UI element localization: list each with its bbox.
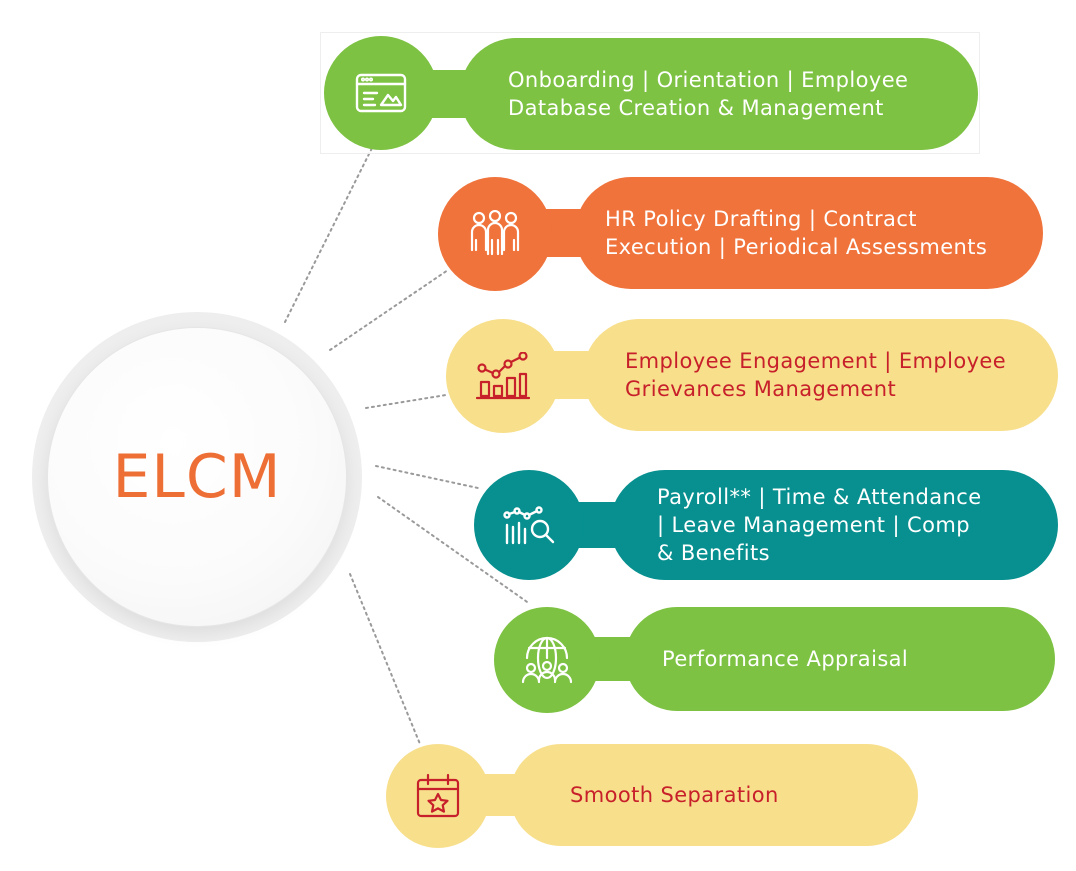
team-people-icon xyxy=(469,210,521,258)
hub-title: ELCM xyxy=(112,442,282,512)
item-icon-bubble xyxy=(438,177,552,291)
browser-window-icon xyxy=(355,73,407,113)
item-icon-bubble xyxy=(386,744,490,848)
item-label: Onboarding | Orientation | Employee Data… xyxy=(508,68,909,120)
calendar-star-icon xyxy=(415,773,461,819)
item-icon-bubble xyxy=(474,470,584,580)
item-label: Smooth Separation xyxy=(570,783,779,807)
connector-line xyxy=(329,269,449,351)
connector-line xyxy=(284,147,373,323)
item-pill xyxy=(575,177,1043,289)
item-label: Employee Engagement | Employee Grievance… xyxy=(625,349,1007,401)
item-icon-bubble xyxy=(494,607,600,713)
item-pill xyxy=(460,38,978,150)
item-label: Payroll** | Time & Attendance | Leave Ma… xyxy=(657,485,982,565)
item-icon-bubble xyxy=(324,36,438,150)
connector-line xyxy=(365,394,447,409)
hub-circle: ELCM xyxy=(48,328,346,626)
connector-line xyxy=(375,465,479,489)
item-label: Performance Appraisal xyxy=(662,647,909,671)
item-pill xyxy=(625,607,1055,711)
item-pill xyxy=(610,470,1058,580)
item-pill xyxy=(510,744,918,846)
global-team-icon xyxy=(519,636,575,684)
item-icon-bubble xyxy=(446,319,560,433)
item-label: HR Policy Drafting | Contract Execution … xyxy=(605,207,988,259)
growth-chart-icon xyxy=(476,352,530,400)
analytics-search-icon xyxy=(503,505,555,545)
first-item-frame xyxy=(320,32,980,154)
connector-line xyxy=(377,496,531,605)
item-pill xyxy=(583,319,1058,431)
connector-line xyxy=(349,573,421,745)
